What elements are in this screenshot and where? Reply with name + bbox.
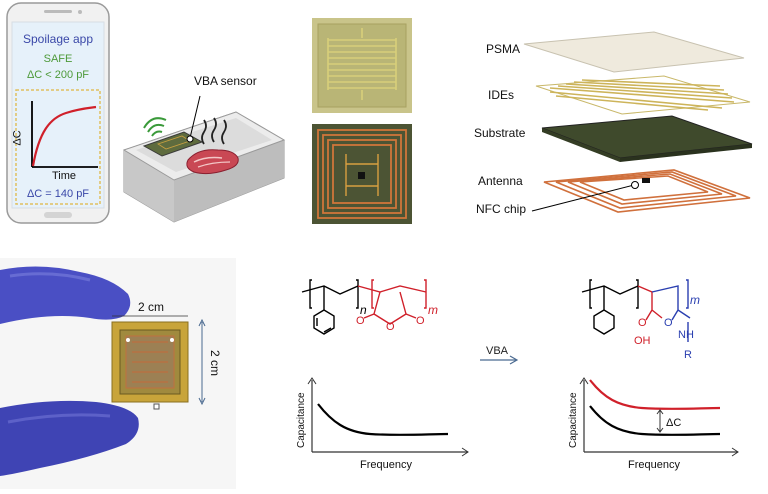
r-label: R (684, 349, 692, 361)
reaction-svg: n m O O O VBA m O OH O NH R (296, 279, 739, 471)
vba-sensor-label: VBA sensor (194, 74, 257, 88)
container-illustration (122, 95, 286, 223)
delta-c-label: ΔC (666, 417, 681, 429)
layer-stack (523, 31, 753, 213)
svg-text:O: O (356, 315, 365, 327)
plot-left-ylabel: Capacitance (296, 392, 307, 448)
plot-right-ylabel: Capacitance (568, 392, 579, 448)
hand-photo (0, 258, 236, 489)
psma-layer (523, 31, 745, 73)
label-psma: PSMA (486, 42, 521, 56)
delta-c-curve (31, 105, 97, 167)
food-container: VBA sensor (118, 40, 288, 240)
wireless-icon (151, 130, 163, 137)
chip-photo: 2 cm 2 cm (0, 258, 236, 489)
svg-text:O: O (664, 317, 673, 329)
plot-left-curve (317, 403, 449, 436)
plot-right-xlabel: Frequency (628, 459, 680, 471)
ide-layer-photo (312, 18, 412, 113)
label-substrate: Substrate (474, 126, 526, 140)
plot-right: ΔC Capacitance Frequency (568, 377, 739, 471)
reading-text: ΔC = 140 pF (26, 188, 90, 200)
ide-traces (327, 28, 397, 100)
svg-text:O: O (416, 315, 425, 327)
phone: Spoilage app SAFE ΔC < 200 pF ΔC Time ΔC… (6, 2, 110, 224)
app-title: Spoilage app (22, 32, 94, 46)
repeat-m-right: m (690, 293, 700, 307)
glove-thumb (0, 400, 139, 476)
substrate-layer (541, 115, 753, 159)
meat-icon (186, 149, 239, 175)
status-safe: SAFE (43, 53, 73, 65)
plot-right-red-curve (589, 379, 721, 410)
repeat-m-left: m (428, 303, 438, 317)
svg-text:O: O (638, 317, 647, 329)
nfc-chip-photo (358, 172, 365, 179)
product-structure (581, 279, 639, 335)
psma-structure (301, 279, 359, 335)
graph-xlabel: Time (52, 170, 77, 182)
maleic-anhydride (357, 279, 427, 325)
antenna-layer (543, 169, 751, 213)
plot-left: Capacitance Frequency (296, 377, 469, 471)
antenna-layer-photo (312, 124, 412, 224)
antenna-coil (317, 129, 407, 219)
vba-arrow-label: VBA (486, 345, 509, 357)
ide-layer (535, 75, 751, 115)
label-nfc-chip: NFC chip (476, 202, 527, 216)
threshold-text: ΔC < 200 pF (26, 69, 90, 81)
nfc-chip (642, 178, 650, 183)
nh-label: NH (678, 329, 694, 341)
label-ides: IDEs (488, 88, 515, 102)
glove-top-finger (0, 266, 131, 324)
repeat-n-left: n (360, 303, 367, 317)
height-label: 2 cm (208, 350, 222, 377)
reaction-scheme: n m O O O VBA m O OH O NH R (290, 262, 768, 488)
oh-label: OH (634, 335, 651, 347)
phone-body (6, 2, 110, 224)
svg-text:O: O (386, 321, 395, 333)
exploded-stack: PSMA IDEs Substrate Antenna NFC chip (432, 14, 762, 244)
label-antenna: Antenna (478, 174, 523, 188)
width-label: 2 cm (138, 300, 165, 314)
odor-icon (201, 119, 207, 145)
plot-left-xlabel: Frequency (360, 459, 412, 471)
plot-right-black-curve (589, 405, 721, 436)
graph-ylabel: ΔC (11, 130, 24, 146)
